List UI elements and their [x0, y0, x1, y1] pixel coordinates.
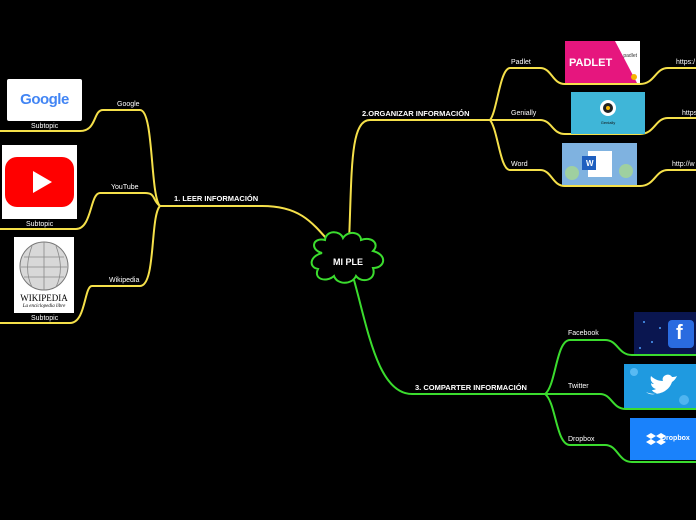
word-logo-letter: W [586, 159, 594, 168]
branch-organizar-label[interactable]: 2.ORGANIZAR INFORMACIÓN [362, 109, 470, 118]
topic-padlet-label[interactable]: Padlet [511, 59, 531, 66]
wikipedia-tagline: La enciclopedia libre [22, 304, 66, 309]
connector-leer-youtube [0, 192, 161, 230]
twitter-logo-image [624, 364, 696, 408]
connector-organizar-genially [490, 117, 696, 135]
padlet-logo-image: PADLET padlet [565, 41, 640, 83]
topic-youtube-label[interactable]: YouTube [111, 184, 139, 191]
padlet-logo-text: PADLET [569, 57, 613, 69]
connector-center-organizar [348, 119, 490, 243]
google-logo-image: Google [7, 79, 82, 121]
connector-compartir-dropbox [544, 393, 696, 463]
google-logo-text: Google [20, 91, 69, 108]
wikipedia-logo-image: WIKIPEDIA La enciclopedia libre [14, 237, 74, 313]
twitter-bird-icon [624, 364, 696, 408]
genially-link[interactable]: https [682, 110, 696, 117]
topic-facebook-label[interactable]: Facebook [568, 330, 599, 337]
connector-leer-google [0, 109, 161, 207]
genially-g-icon [600, 100, 616, 116]
branch-compartir-label[interactable]: 3. COMPARTER INFORMACIÓN [415, 383, 527, 392]
subtopic-wikipedia-label[interactable]: Subtopic [31, 315, 59, 322]
wikipedia-globe-icon [19, 241, 69, 291]
connector-organizar-word [489, 119, 696, 187]
youtube-play-icon [5, 157, 74, 207]
subtopic-youtube-label[interactable]: Subtopic [26, 221, 54, 228]
dropbox-logo-image: Dropbox [630, 418, 696, 460]
dropbox-logo-text: Dropbox [661, 435, 690, 442]
youtube-logo-image [2, 145, 77, 219]
topic-twitter-label[interactable]: Twitter [568, 383, 589, 390]
subtopic-google-label[interactable]: Subtopic [31, 123, 59, 130]
topic-dropbox-label[interactable]: Dropbox [568, 436, 595, 443]
connector-center-compartir [353, 279, 545, 395]
topic-google-label[interactable]: Google [117, 101, 140, 108]
word-document-icon [562, 143, 637, 185]
genially-logo-image: Genially [571, 92, 645, 134]
connector-organizar-padlet [489, 67, 696, 121]
facebook-logo-image: f [634, 312, 696, 354]
padlet-small-text: padlet [623, 53, 637, 59]
wikipedia-wordmark: WIKIPEDIA [20, 293, 68, 303]
dropbox-box-icon [646, 433, 666, 445]
center-node-label[interactable]: MI PLE [333, 257, 364, 267]
facebook-letter: f [676, 322, 683, 344]
connector-compartir-facebook [544, 339, 696, 395]
facebook-f-icon [634, 312, 696, 354]
connector-compartir-twitter [545, 393, 696, 410]
genially-small-text: Genially [600, 120, 616, 125]
center-cloud [310, 231, 385, 284]
padlet-link[interactable]: https:/ [676, 59, 696, 66]
word-link[interactable]: http://w [672, 161, 695, 168]
branch-leer-label[interactable]: 1. LEER INFORMACIÓN [174, 194, 259, 203]
topic-wikipedia-label[interactable]: Wikipedia [109, 277, 140, 284]
connector-leer-wikipedia [0, 205, 161, 324]
topic-genially-label[interactable]: Genially [511, 110, 537, 117]
word-logo-image: W [562, 143, 637, 185]
connector-center-leer [160, 205, 333, 246]
topic-word-label[interactable]: Word [511, 161, 528, 168]
